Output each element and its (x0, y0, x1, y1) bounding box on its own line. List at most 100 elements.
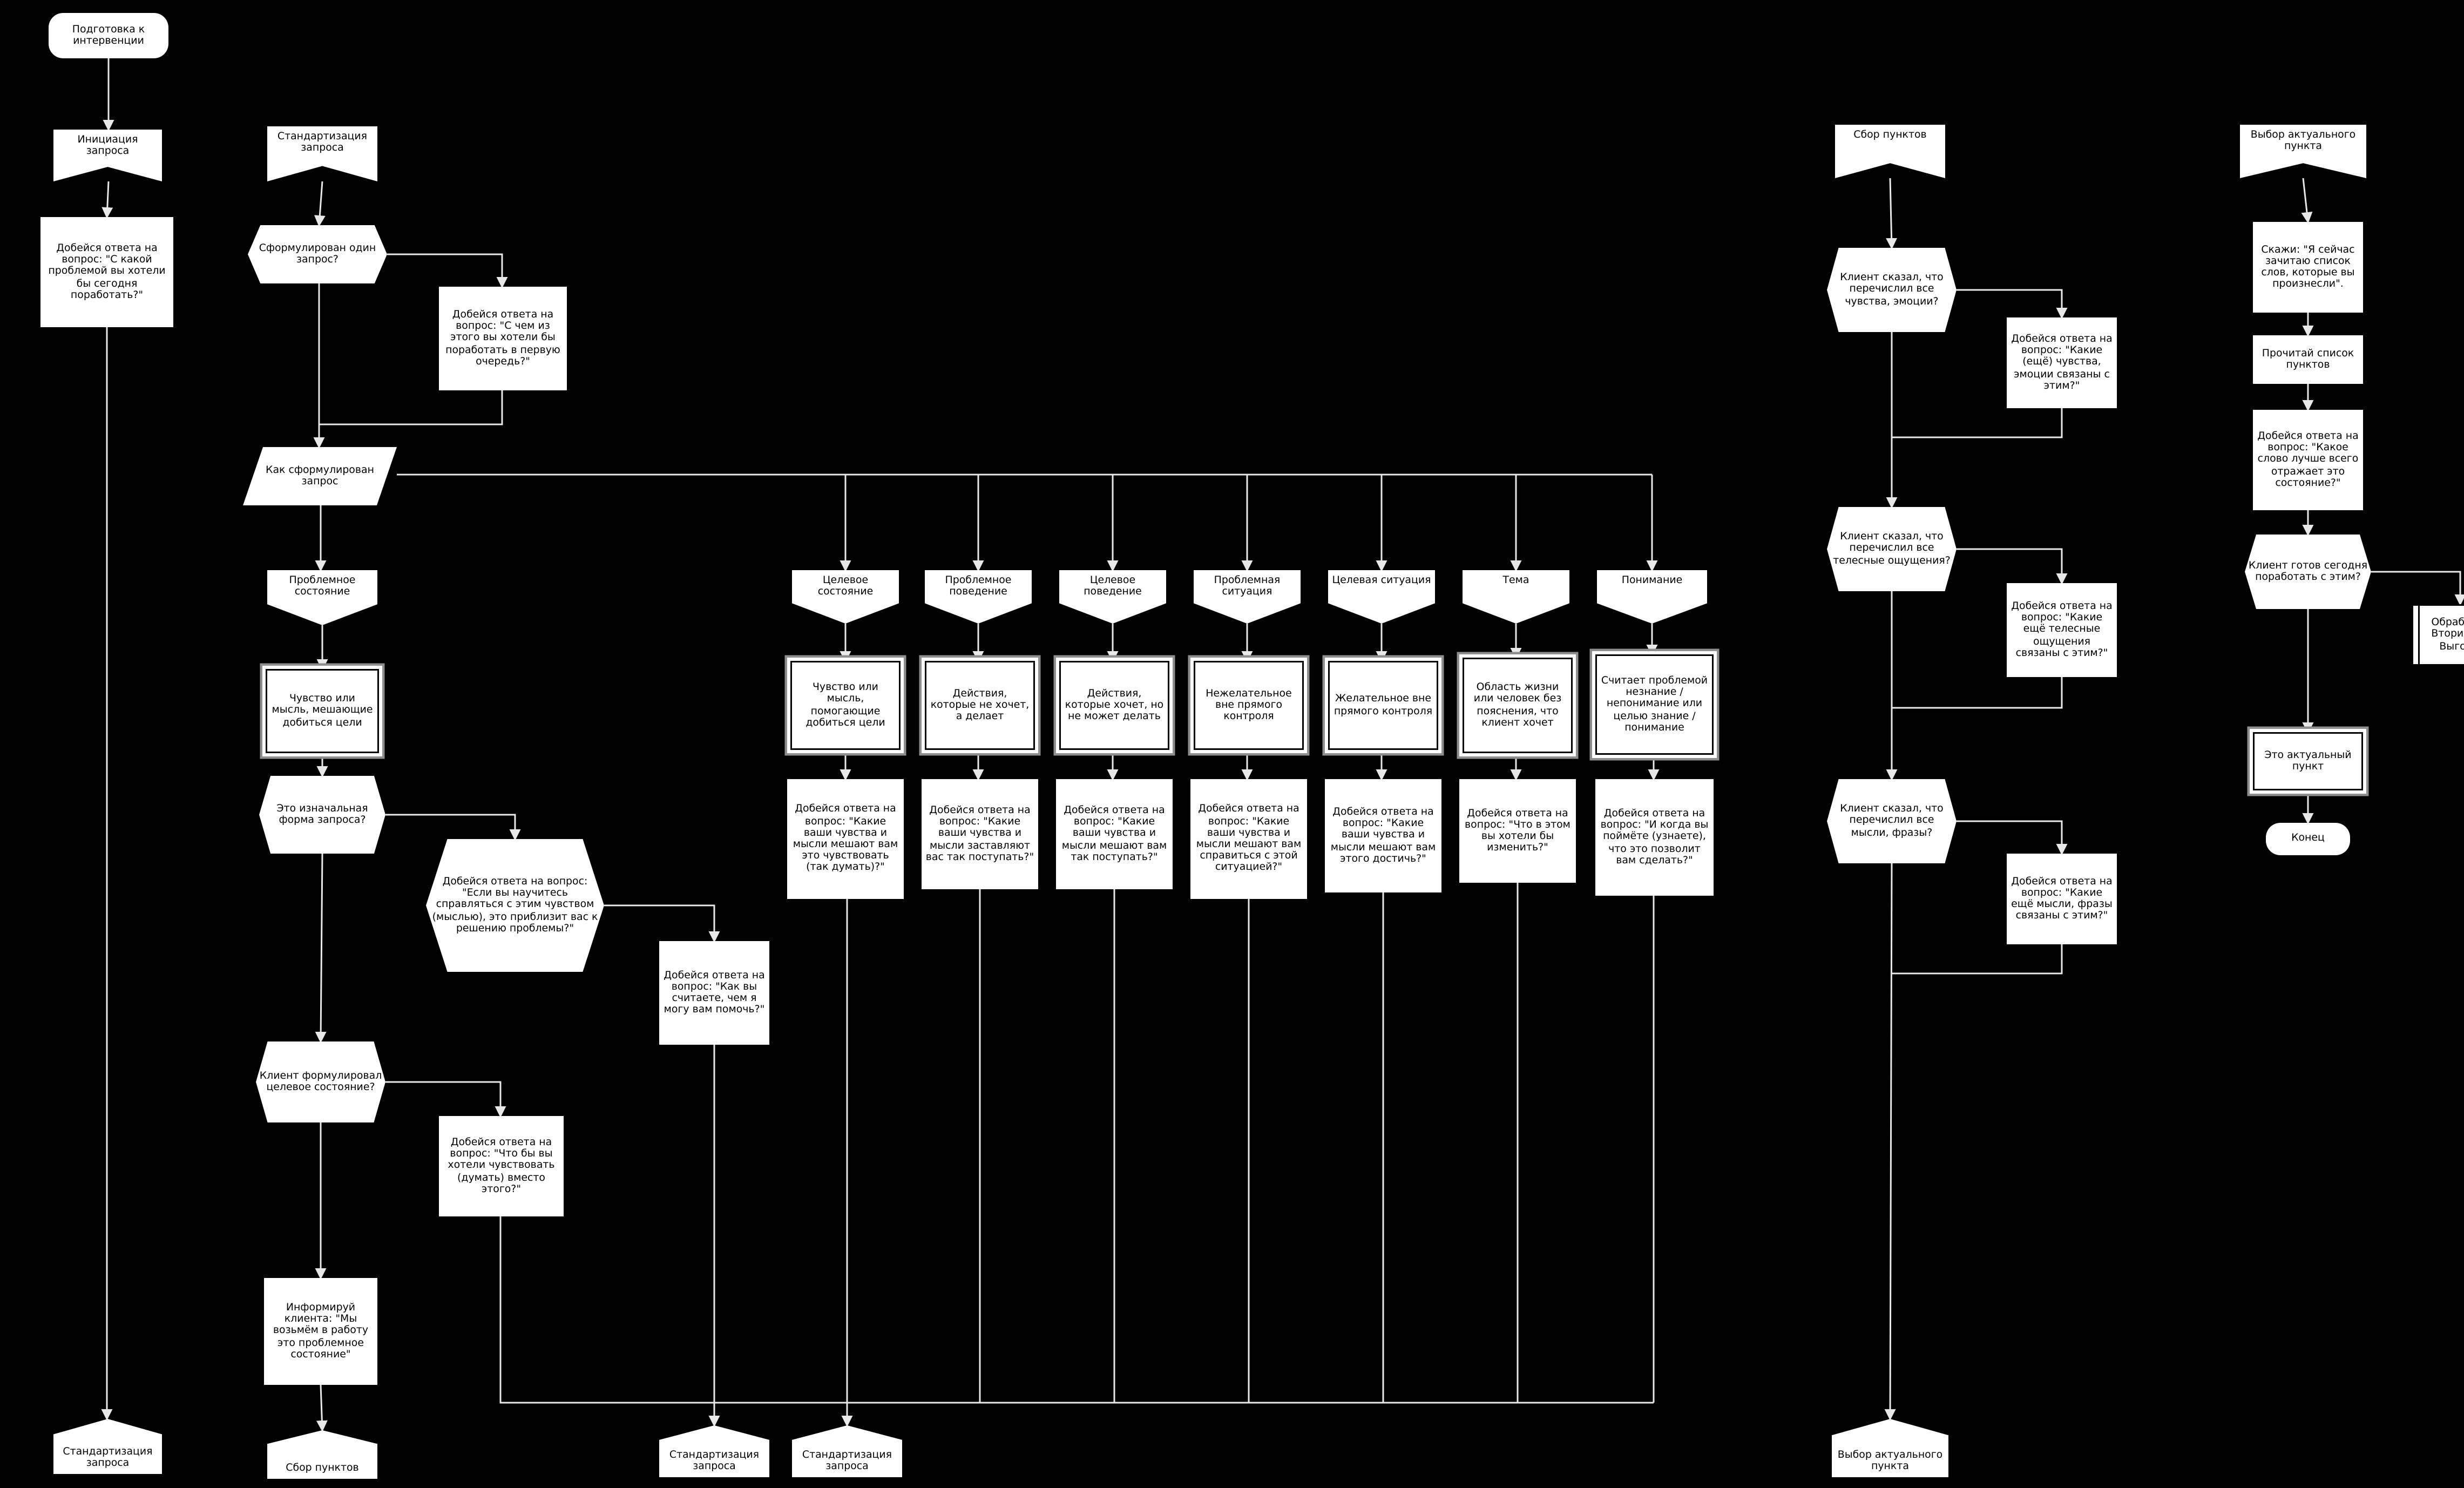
prep-label: Подготовка к интервенции (72, 24, 145, 47)
listed-sensations-label: Клиент сказал, что перечислил все телесн… (1833, 531, 1951, 566)
edge-sensations-no (1957, 548, 2068, 585)
say-list: Скажи: "Я сейчас зачитаю список слов, ко… (2253, 222, 2363, 313)
edge-whichfirst-return (319, 390, 503, 425)
read-list-label: Прочитай список пунктов (2262, 348, 2354, 371)
q-more-thoughts: Добейся ответа на вопрос: "Какие ещё мыс… (2007, 854, 2117, 944)
cat-topic: Область жизни или человек без пояснения,… (1463, 658, 1573, 753)
edge-learncope-to-howhelp (604, 904, 720, 943)
q-goal-behavior-label: Добейся ответа на вопрос: "Какие ваши чу… (1061, 805, 1167, 863)
q-instead-label: Добейся ответа на вопрос: "Что бы вы хот… (448, 1137, 555, 1195)
cat-problem-situation-label: Нежелательное вне прямого контроля (1206, 688, 1292, 723)
q-understanding-label: Добейся ответа на вопрос: "И когда вы по… (1600, 808, 1709, 867)
hdr-goal-state-label: Целевое состояние (817, 575, 874, 598)
q-more-sensations-label: Добейся ответа на вопрос: "Какие ещё тел… (2011, 601, 2113, 659)
prep: Подготовка к интервенции (49, 13, 168, 58)
q-problem-today-label: Добейся ответа на вопрос: "С какой пробл… (48, 243, 166, 301)
q-learn-cope-label: Добейся ответа на вопрос: "Если вы научи… (432, 876, 598, 935)
q-problem-situation-label: Добейся ответа на вопрос: "Какие ваши чу… (1196, 804, 1302, 874)
secondary-gain-label: Обработка Вторичной Выгоды (2431, 617, 2464, 652)
q-instead: Добейся ответа на вопрос: "Что бы вы хот… (439, 1116, 564, 1216)
q-goal-state-label: Добейся ответа на вопрос: "Какие ваши чу… (793, 804, 898, 874)
edge-thoughts-yes (1884, 863, 1896, 1421)
q-problem-today: Добейся ответа на вопрос: "С какой пробл… (40, 217, 173, 327)
orig-form: Это изначальная форма запроса? (259, 776, 385, 854)
cat-problem-behavior: Действия, которые не хочет, а делает (925, 661, 1035, 750)
q-problem-situation: Добейся ответа на вопрос: "Какие ваши чу… (1190, 779, 1307, 899)
client-goal-label: Клиент формулировал целевое состояние? (259, 1070, 382, 1093)
cat-goal-state: Чувство или мысль, помогающие добиться ц… (790, 661, 901, 750)
q-which-first-label: Добейся ответа на вопрос: "С чем из этог… (445, 309, 560, 368)
q-how-help-label: Добейся ответа на вопрос: "Как вы считае… (664, 969, 765, 1016)
one-request-label: Сформулирован один запрос? (259, 242, 376, 266)
edge-origform-no (385, 814, 521, 841)
q-how-help: Добейся ответа на вопрос: "Как вы считае… (659, 941, 769, 1045)
cat-problem-state-label: Чувство или мысль, мешающие добиться цел… (272, 693, 373, 728)
cat-goal-state-label: Чувство или мысль, помогающие добиться ц… (805, 682, 885, 729)
q-topic: Добейся ответа на вопрос: "Что в этом вы… (1459, 779, 1576, 883)
choose-exit-label: Выбор актуального пункта (1837, 1449, 1943, 1472)
cat-goal-situation-label: Желательное вне прямого контроля (1333, 693, 1433, 717)
q-which-first: Добейся ответа на вопрос: "С чем из этог… (439, 287, 567, 390)
cat-problem-state: Чувство или мысль, мешающие добиться цел… (266, 669, 379, 753)
listed-feelings-label: Клиент сказал, что перечислил все чувств… (1840, 272, 1944, 307)
one-request: Сформулирован один запрос? (248, 225, 387, 283)
q-goal-situation: Добейся ответа на вопрос: "Какие ваши чу… (1325, 779, 1441, 892)
edge-onereq-no (387, 253, 508, 288)
read-list: Прочитай список пунктов (2253, 335, 2363, 384)
q-more-sensations: Добейся ответа на вопрос: "Какие ещё тел… (2007, 583, 2117, 677)
q-goal-situation-label: Добейся ответа на вопрос: "Какие ваши чу… (1330, 807, 1436, 865)
cat-goal-situation: Желательное вне прямого контроля (1328, 661, 1438, 750)
edge-chooseentry-say (2301, 178, 2313, 224)
end-label: Конец (2291, 833, 2325, 845)
edge-collectentry-feelings (1886, 178, 1898, 249)
hdr-problem-behavior-label: Проблемное поведение (945, 575, 1012, 598)
hdr-topic-label: Тема (1502, 575, 1529, 586)
edge-morefeelings-return (1892, 408, 2063, 438)
q-more-thoughts-label: Добейся ответа на вопрос: "Какие ещё мыс… (2011, 875, 2113, 922)
q-understanding: Добейся ответа на вопрос: "И когда вы по… (1595, 779, 1714, 896)
edge-moresensations-return (1892, 677, 2063, 709)
listed-thoughts: Клиент сказал, что перечислил все мысли,… (1827, 779, 1957, 863)
std-exit-left-label: Стандартизация запроса (63, 1445, 153, 1469)
q-learn-cope: Добейся ответа на вопрос: "Если вы научи… (426, 839, 604, 972)
std-exit-mid2-label: Стандартизация запроса (802, 1449, 892, 1472)
orig-form-label: Это изначальная форма запроса? (276, 803, 368, 826)
how-formulated-label: Как сформулирован запрос (266, 464, 374, 488)
q-topic-label: Добейся ответа на вопрос: "Что в этом вы… (1465, 807, 1571, 854)
client-goal: Клиент формулировал целевое состояние? (256, 1041, 385, 1122)
secondary-gain: Обработка Вторичной Выгоды (2412, 604, 2464, 666)
cat-goal-behavior: Действия, которые хочет, но не может дел… (1059, 661, 1169, 750)
collect-entry-label: Сбор пунктов (1853, 130, 1927, 141)
listed-sensations: Клиент сказал, что перечислил все телесн… (1827, 507, 1957, 591)
inform-client-label: Информируй клиента: "Мы возьмём в работу… (273, 1302, 369, 1361)
end: Конец (2266, 823, 2350, 855)
edge-clientgoal-no (385, 1081, 506, 1118)
hdr-problem-situation-label: Проблемная ситуация (1214, 575, 1281, 598)
hdr-understanding-label: Понимание (1621, 575, 1683, 586)
collect-exit-label: Сбор пунктов (286, 1462, 359, 1474)
cat-problem-behavior-label: Действия, которые не хочет, а делает (930, 688, 1030, 723)
edge-morethoughts-return (1892, 944, 2063, 975)
edge-init-to-q1 (101, 181, 113, 219)
q-more-feelings-label: Добейся ответа на вопрос: "Какие (ещё) ч… (2011, 334, 2113, 392)
q-goal-behavior: Добейся ответа на вопрос: "Какие ваши чу… (1056, 779, 1173, 889)
actual-item: Это актуальный пункт (2253, 732, 2363, 790)
cat-goal-behavior-label: Действия, которые хочет, но не может дел… (1065, 688, 1164, 723)
cat-topic-label: Область жизни или человек без пояснения,… (1473, 682, 1562, 729)
edge-feelings-no (1957, 289, 2068, 319)
inform-client: Информируй клиента: "Мы возьмём в работу… (264, 1278, 377, 1385)
q-problem-behavior: Добейся ответа на вопрос: "Какие ваши чу… (922, 779, 1038, 889)
init-entry-label: Инициация запроса (77, 134, 138, 158)
cat-understanding: Считает проблемой незнание / непонимание… (1595, 654, 1714, 755)
edge-thoughts-no (1957, 820, 2068, 855)
hdr-problem-state-label: Проблемное состояние (289, 575, 356, 598)
hdr-goal-behavior-label: Целевое поведение (1084, 575, 1142, 598)
edge-std-to-onereq (314, 181, 326, 227)
std-entry-label: Стандартизация запроса (277, 131, 368, 154)
say-list-label: Скажи: "Я сейчас зачитаю список слов, ко… (2261, 244, 2355, 290)
q-best-word: Добейся ответа на вопрос: "Какое слово л… (2253, 410, 2363, 510)
cat-problem-situation: Нежелательное вне прямого контроля (1194, 661, 1304, 750)
